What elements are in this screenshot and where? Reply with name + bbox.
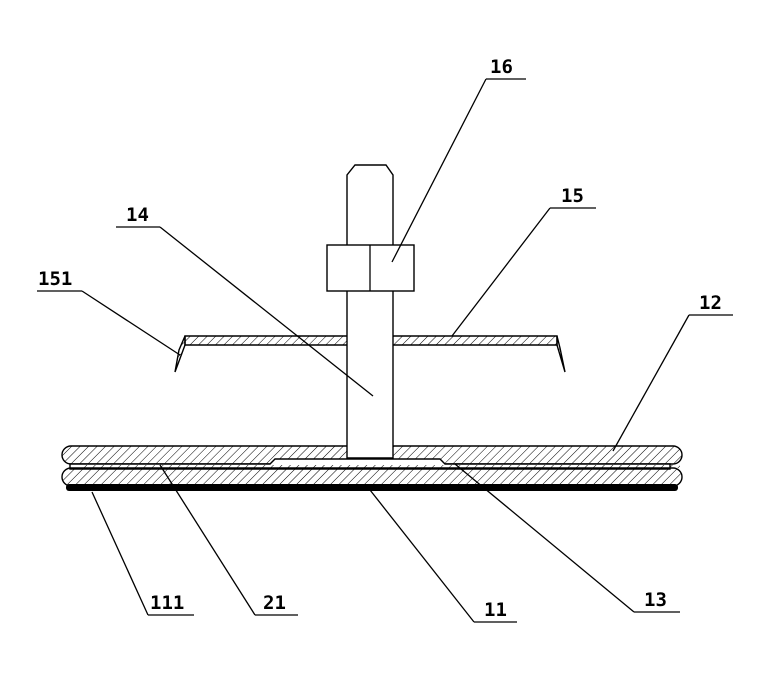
leader-151-diag — [81, 290, 181, 356]
leader-111-diag — [91, 491, 149, 616]
label-15: 15 — [561, 185, 584, 207]
shaft-14 — [346, 164, 394, 459]
label-11: 11 — [484, 599, 507, 621]
label-151: 151 — [38, 268, 72, 290]
label-13: 13 — [644, 589, 667, 611]
lower-plate-11 — [61, 467, 683, 487]
label-12: 12 — [699, 292, 722, 314]
leader-11-diag — [369, 489, 475, 623]
leader-16-diag — [391, 78, 487, 263]
label-111: 111 — [150, 592, 184, 614]
inner-strip — [80, 465, 680, 468]
leader-15-diag — [451, 207, 551, 337]
label-21: 21 — [263, 592, 286, 614]
leader-12-diag — [612, 314, 690, 452]
leader-14-diag — [159, 226, 374, 397]
label-16: 16 — [490, 56, 513, 78]
leader-21-diag — [159, 464, 256, 616]
bracket-hook-left-151 — [174, 335, 186, 373]
label-14: 14 — [126, 204, 149, 226]
bottom-layer-111 — [66, 484, 678, 491]
bracket-hook-right — [556, 335, 566, 373]
leader-13-diag — [454, 463, 635, 613]
